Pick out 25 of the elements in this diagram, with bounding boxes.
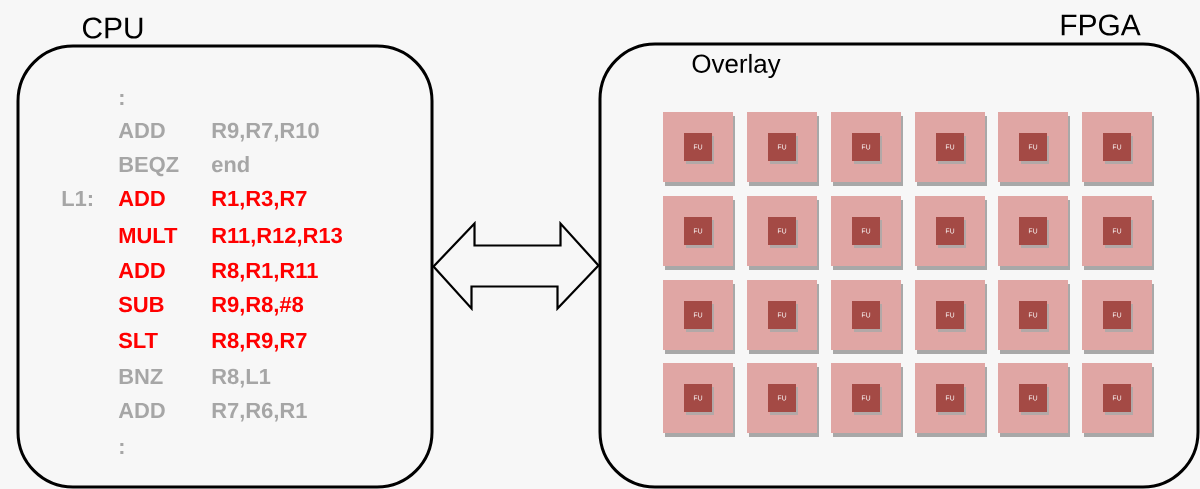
box-title: CPU bbox=[82, 17, 143, 39]
box-title: Overlay bbox=[692, 53, 781, 79]
code-text: MULT bbox=[119, 227, 178, 244]
double-arrow bbox=[432, 220, 600, 312]
box-title: FPGA bbox=[1061, 14, 1141, 36]
code-text: ADD bbox=[118, 122, 165, 138]
code-text: R8,R9,R7 bbox=[212, 332, 307, 352]
code-text: SUB bbox=[118, 296, 164, 313]
code-text: R8,R1,R11 bbox=[212, 262, 318, 282]
code-text: SLT bbox=[118, 332, 158, 349]
code-text: BEQZ bbox=[119, 156, 179, 177]
code-text: L1: bbox=[62, 190, 92, 206]
code-text: : bbox=[120, 93, 124, 105]
code-text: R9,R8,#8 bbox=[212, 296, 304, 316]
code-text: ADD bbox=[118, 190, 165, 206]
code-text: R7,R6,R1 bbox=[212, 402, 307, 422]
code-text: ADD bbox=[118, 402, 165, 418]
code-text: R11,R12,R13 bbox=[212, 227, 342, 247]
code-text: ADD bbox=[118, 262, 165, 278]
code-text: BNZ bbox=[119, 368, 163, 384]
code-text: R1,R3,R7 bbox=[212, 190, 307, 210]
code-text: : bbox=[120, 442, 124, 454]
code-text: end bbox=[212, 156, 249, 173]
code-text: R9,R7,R10 bbox=[212, 122, 319, 142]
code-text: R8,L1 bbox=[212, 368, 271, 388]
